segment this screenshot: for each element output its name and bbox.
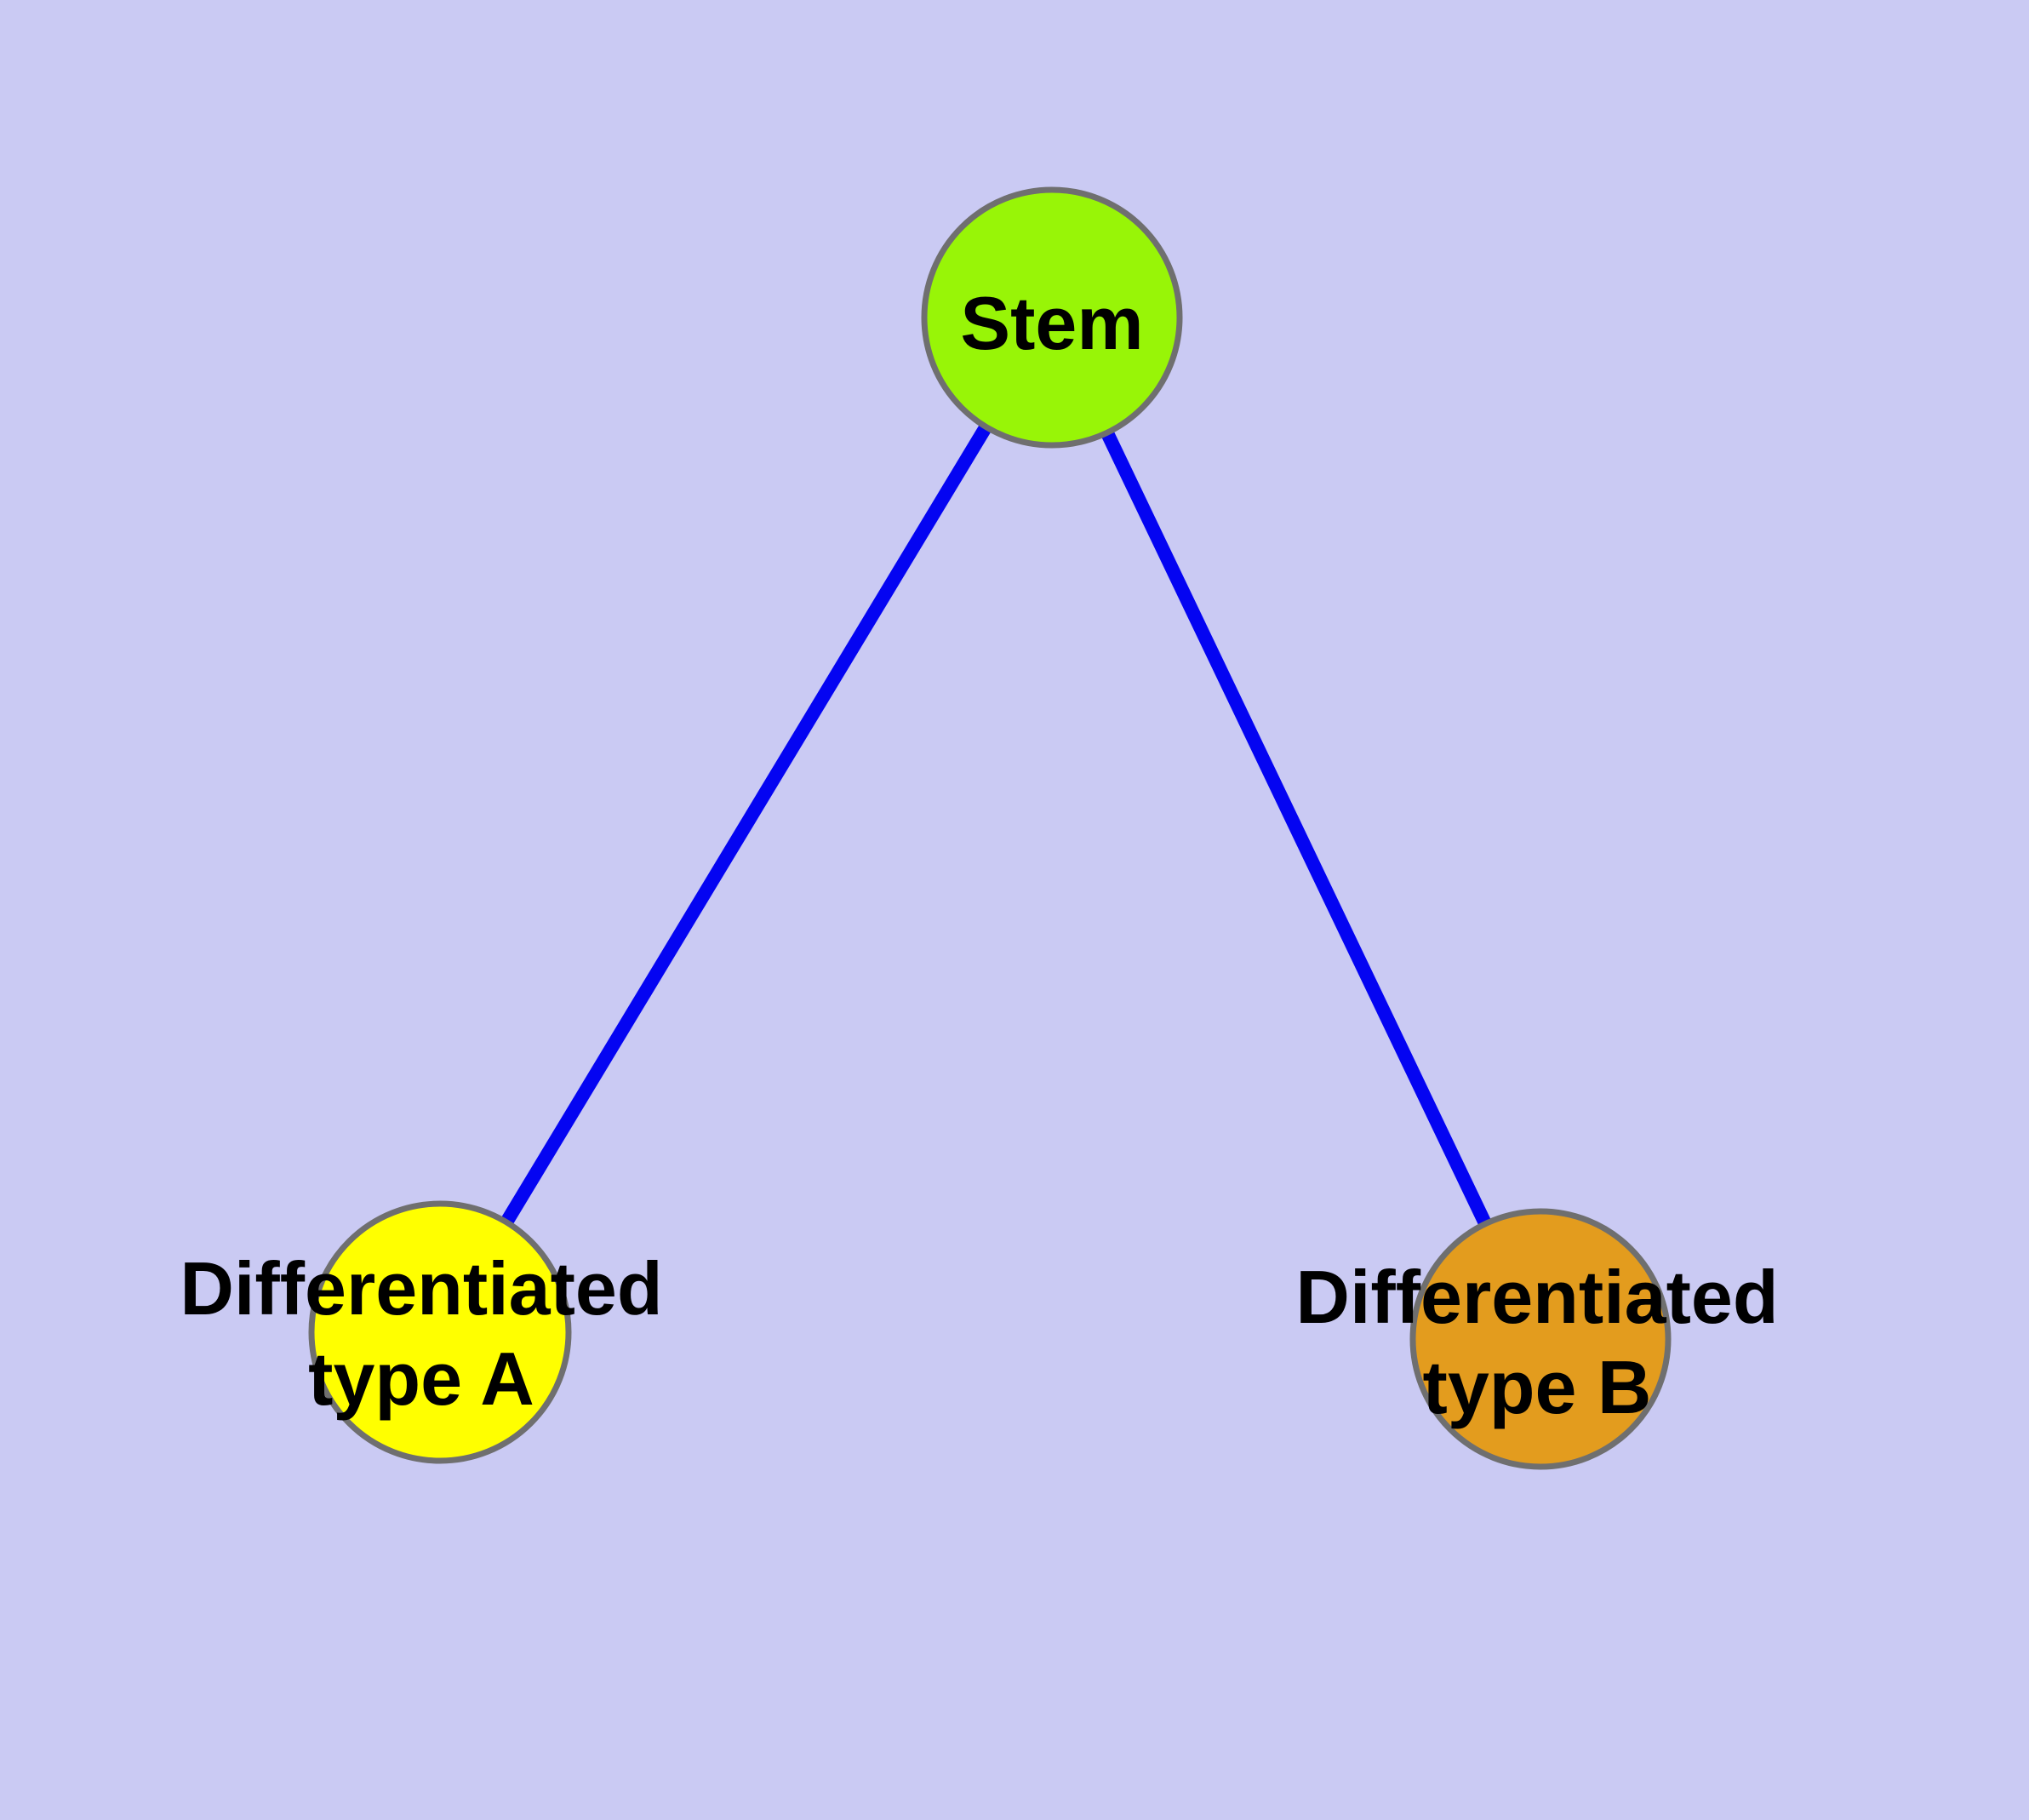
node-stem [921, 186, 1183, 449]
node-type-b [1409, 1208, 1672, 1470]
edge-stem-type-a [434, 313, 1058, 1336]
edge-stem-type-b [1045, 314, 1547, 1342]
node-type-a [308, 1200, 572, 1464]
